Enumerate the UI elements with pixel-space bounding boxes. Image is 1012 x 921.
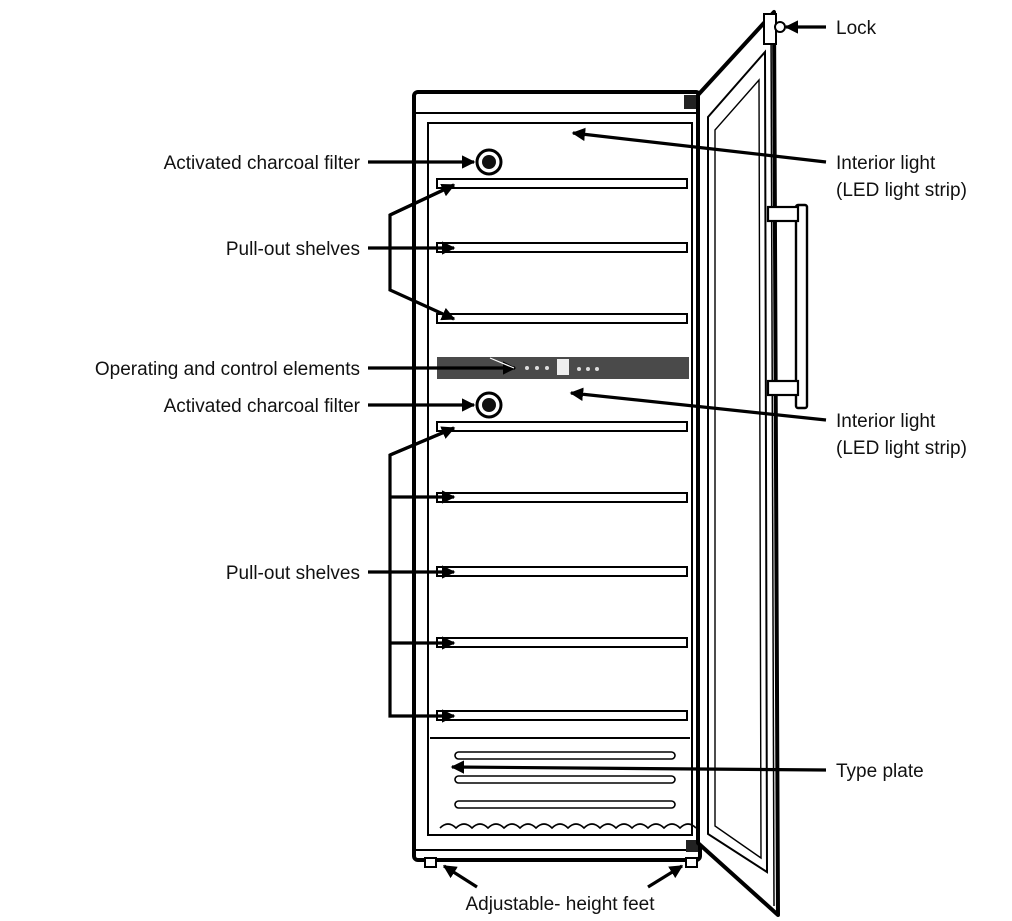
arrow-shelves-top	[368, 183, 456, 321]
charcoal-filter-mid	[475, 391, 503, 419]
hinge-block-top	[684, 95, 698, 109]
door-handle	[766, 203, 809, 410]
arrow-shelves-bottom	[368, 426, 456, 723]
cabinet-outer	[412, 90, 702, 862]
shelf	[436, 710, 688, 721]
door	[696, 10, 809, 917]
label-interior-light-mid-sub: (LED light strip)	[836, 438, 967, 459]
cabinet-inner	[427, 122, 693, 836]
label-charcoal-filter-mid: Activated charcoal filter	[164, 396, 361, 417]
label-shelves-bottom: Pull-out shelves	[226, 563, 360, 584]
label-lock: Lock	[836, 18, 877, 39]
label-shelves-top: Pull-out shelves	[226, 239, 360, 260]
shelf	[436, 178, 688, 189]
arrow-controls-shade	[489, 357, 515, 369]
control-button	[586, 367, 590, 371]
shelf	[436, 492, 688, 503]
foot-right	[685, 857, 698, 868]
foot-left	[424, 857, 437, 868]
shelf	[436, 637, 688, 648]
label-interior-light-top-sub: (LED light strip)	[836, 180, 967, 201]
hinge-block-bottom	[686, 840, 698, 852]
shelf	[436, 242, 688, 253]
label-controls: Operating and control elements	[95, 359, 360, 380]
label-charcoal-filter-top: Activated charcoal filter	[164, 153, 361, 174]
control-button	[577, 367, 581, 371]
charcoal-filter-top	[475, 148, 503, 176]
arrow-foot-right	[647, 864, 684, 889]
leader-lines	[368, 20, 827, 889]
lower-shelves	[436, 421, 688, 721]
label-interior-light-mid: Interior light	[836, 411, 936, 432]
door-lock	[763, 13, 786, 45]
arrow-type-plate	[450, 760, 827, 774]
arrow-foot-left	[442, 864, 478, 889]
bottom-grille	[430, 737, 697, 830]
label-feet: Adjustable- height feet	[465, 894, 655, 915]
label-interior-light-top: Interior light	[836, 153, 936, 174]
control-button	[525, 366, 529, 370]
cabinet-body	[412, 90, 702, 862]
label-type-plate: Type plate	[836, 761, 924, 782]
control-display	[557, 359, 569, 375]
upper-shelves	[436, 178, 688, 324]
arrow-interior-light-top	[571, 127, 827, 164]
shelf	[436, 313, 688, 324]
arrow-interior-light-mid	[569, 387, 827, 422]
shelf	[436, 421, 688, 432]
labels: Lock Activated charcoal filter Interior …	[95, 18, 967, 915]
control-button	[595, 367, 599, 371]
shelf	[436, 566, 688, 577]
control-button	[535, 366, 539, 370]
control-button	[545, 366, 549, 370]
